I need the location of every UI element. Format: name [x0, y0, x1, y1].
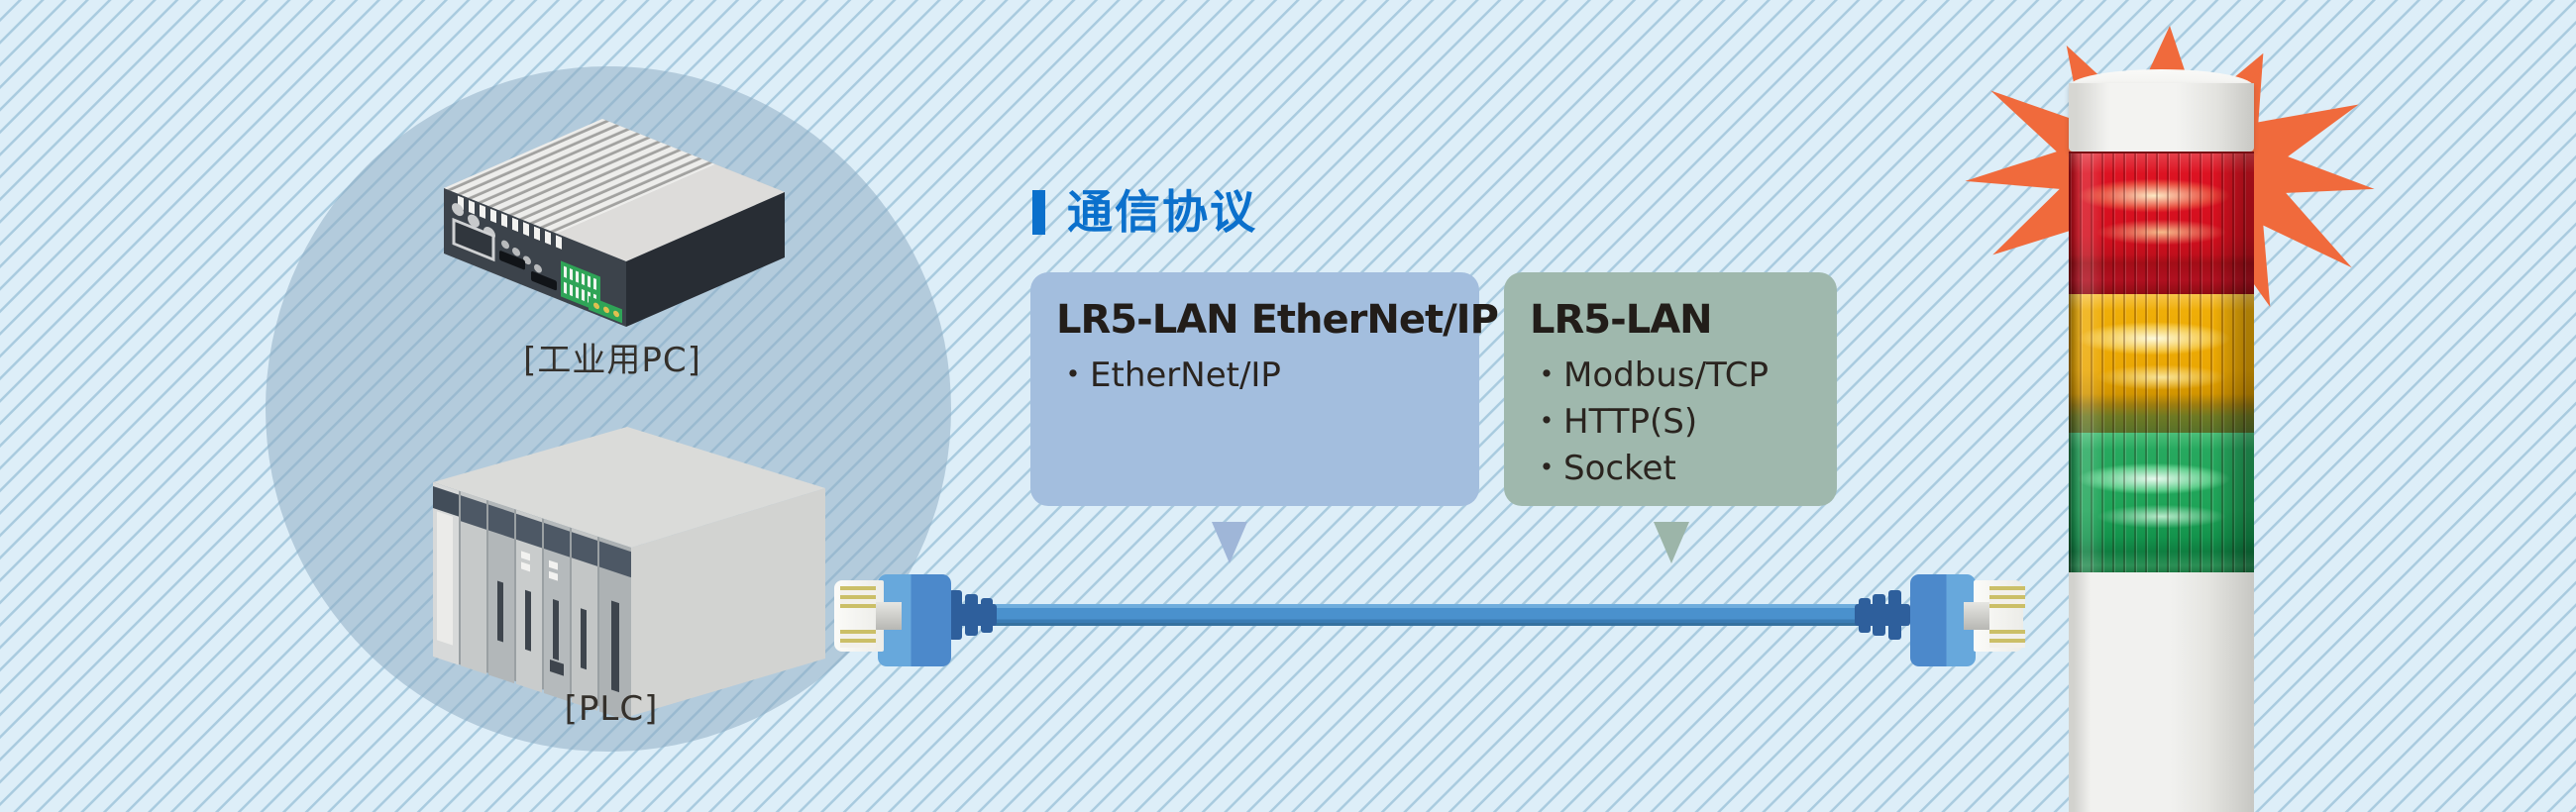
protocol-item: ・Modbus/TCP	[1530, 355, 1770, 395]
rj45-pins	[840, 586, 876, 608]
cable-rib	[981, 598, 993, 633]
protocol-list: ・Modbus/TCP ・HTTP(S) ・Socket	[1530, 353, 1821, 492]
signal-tower	[2069, 69, 2254, 812]
rj45-pins	[1989, 586, 2025, 608]
section-title: 通信协议	[1067, 185, 1257, 239]
protocol-box-title: LR5-LAN	[1530, 297, 1713, 343]
protocol-list: ・EtherNet/IP	[1056, 353, 1463, 399]
cable-rib	[1888, 590, 1901, 640]
tower-light-amber	[2069, 294, 2254, 433]
pointer-triangle-ethernet	[1212, 522, 1247, 563]
tower-light-green	[2069, 433, 2254, 572]
tower-light-red	[2069, 152, 2254, 294]
plc-front-modules	[433, 482, 631, 718]
plc-illustration	[433, 427, 825, 718]
cable-rib	[965, 594, 978, 636]
rj45-latch	[876, 602, 902, 630]
header-accent-bar	[1032, 189, 1045, 235]
pointer-triangle-lan	[1654, 522, 1689, 563]
cable-rib	[1873, 594, 1885, 636]
cable-rib	[1859, 598, 1871, 633]
rj45-pins	[840, 630, 876, 648]
plc-label: [PLC]	[564, 689, 659, 729]
pc-front-details	[452, 195, 622, 324]
protocol-item: ・Socket	[1530, 448, 1676, 488]
rj45-pins	[1989, 630, 2025, 648]
section-header: 通信协议	[1032, 184, 1257, 240]
protocol-box-lan: LR5-LAN ・Modbus/TCP ・HTTP(S) ・Socket	[1504, 272, 1837, 506]
protocol-item: ・HTTP(S)	[1530, 401, 1698, 442]
lan-cable	[991, 604, 1863, 626]
protocol-box-ethernet-ip: LR5-LAN EtherNet/IP ・EtherNet/IP	[1030, 272, 1499, 506]
industrial-pc-illustration	[444, 119, 785, 327]
protocol-item: ・EtherNet/IP	[1056, 355, 1281, 395]
cable-rib	[949, 590, 962, 640]
protocol-box-title: LR5-LAN EtherNet/IP	[1056, 297, 1499, 343]
rj45-latch	[1964, 602, 1989, 630]
tower-body	[2069, 572, 2254, 812]
tower-cap	[2069, 83, 2254, 152]
industrial-pc-label: [工业用PC]	[523, 341, 701, 380]
